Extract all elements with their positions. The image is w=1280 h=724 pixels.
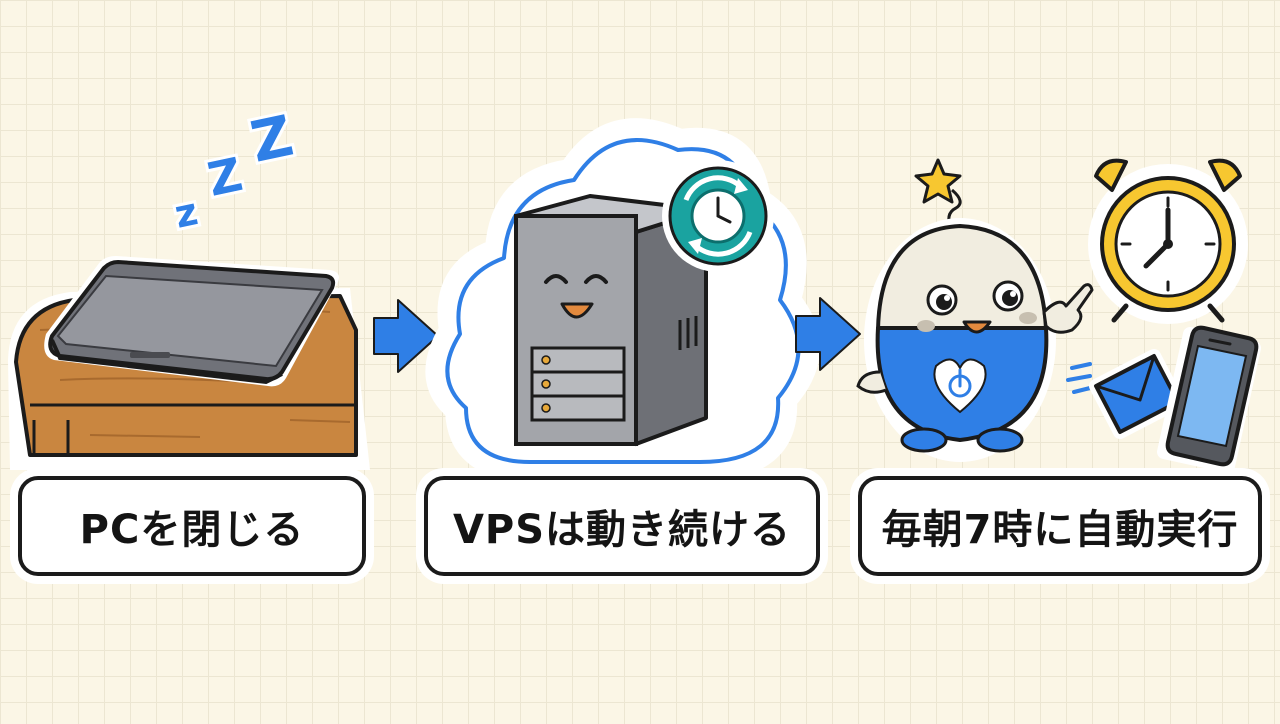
arrow-right-icon [373, 299, 439, 373]
step-label-daily-run: 毎朝7時に自動実行 [858, 476, 1262, 576]
svg-text:z: z [171, 189, 202, 237]
sleeping-zzz-icon: z Z Z [168, 101, 302, 240]
smartphone-icon [1157, 325, 1261, 473]
svg-text:Z: Z [245, 104, 298, 176]
mascot-character-icon [856, 158, 1094, 462]
closed-laptop-icon [44, 256, 339, 387]
alarm-clock-icon [1088, 158, 1248, 324]
step-label-vps-running: VPSは動き続ける [424, 476, 820, 576]
sync-clock-icon [662, 160, 774, 272]
motion-lines-icon [1066, 362, 1092, 394]
arrow-right-icon [795, 297, 861, 371]
svg-text:Z: Z [203, 147, 247, 207]
server-tower-icon [514, 194, 708, 446]
step-label-close-pc: PCを閉じる [18, 476, 366, 576]
